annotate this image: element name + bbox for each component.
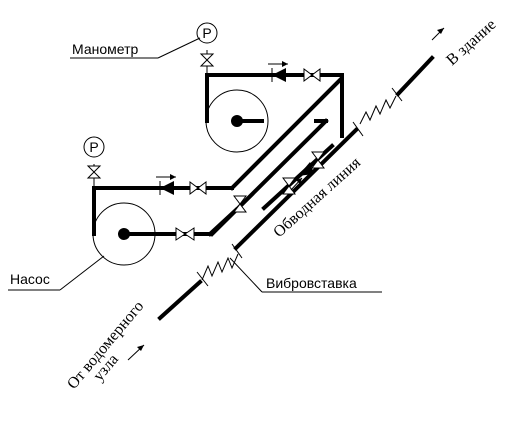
valve-lower-discharge[interactable]	[189, 181, 207, 195]
valve-main-diagonal[interactable]	[233, 195, 247, 213]
vibro-leader	[229, 257, 263, 293]
vibro-insert-upper	[352, 87, 403, 137]
flow-arrow-bypass	[290, 177, 303, 191]
check-valve-lower	[159, 181, 174, 195]
pressure-gauge-lower: P	[83, 136, 105, 186]
flow-arrow-lower	[156, 174, 176, 180]
pressure-gauge-upper: P	[196, 22, 218, 73]
flow-arrow-upper	[268, 61, 288, 67]
gauge-symbol-upper: P	[202, 25, 211, 41]
label-manometer: Манометр	[72, 41, 138, 57]
valve-bypass-lower[interactable]	[282, 177, 296, 195]
flow-arrow-inlet	[127, 344, 145, 361]
valve-lower-suction[interactable]	[175, 227, 195, 241]
check-valve-bypass	[298, 162, 314, 176]
main-pipe	[157, 55, 435, 321]
check-valve-upper	[271, 68, 286, 82]
label-vibro-insert: Вибровставка	[266, 275, 357, 291]
vibro-insert-lower	[196, 243, 243, 287]
valve-upper-discharge[interactable]	[303, 68, 321, 82]
label-pump: Насос	[10, 271, 50, 287]
gauge-symbol-lower: P	[89, 139, 98, 155]
pump-leader	[59, 255, 105, 291]
flow-arrow-outlet	[431, 27, 445, 41]
manometer-leader	[157, 37, 201, 59]
pump-upper	[205, 73, 344, 237]
label-to-building: В здание	[443, 16, 499, 69]
